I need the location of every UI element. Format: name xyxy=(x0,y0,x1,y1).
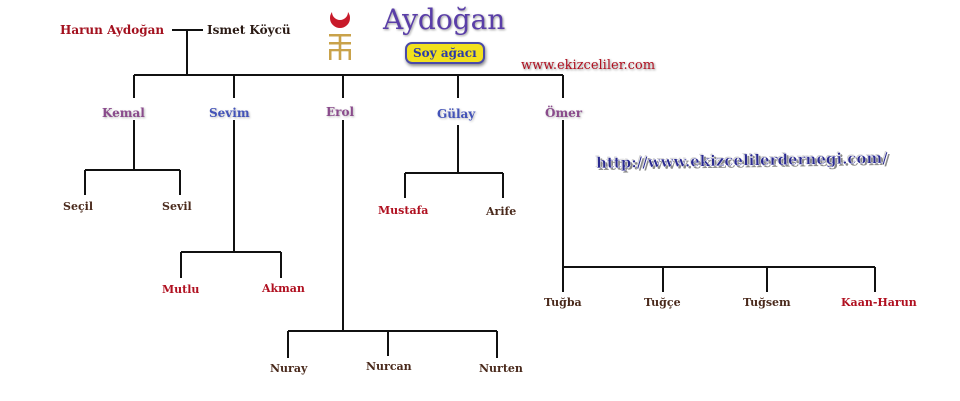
grandchild-sevil: Sevil xyxy=(162,200,192,213)
grandchild-akman: Akman xyxy=(262,282,305,295)
grandchild-mutlu: Mutlu xyxy=(162,283,200,296)
founder-mother: Ismet Köycü xyxy=(207,23,291,37)
soy-agaci-badge: Soy ağacı xyxy=(405,42,485,64)
child-sevim: Sevim xyxy=(209,106,250,120)
child-kemal: Kemal xyxy=(102,106,145,120)
founder-father: Harun Aydoğan xyxy=(60,23,165,37)
grandchild-mustafa: Mustafa xyxy=(378,204,429,217)
grandchild-nurten: Nurten xyxy=(479,362,523,375)
grandchild-tugce: Tuğçe xyxy=(644,296,681,309)
grandchild-secil: Seçil xyxy=(63,200,93,213)
child-gulay: Gülay xyxy=(437,107,476,121)
crescent-tamga-icon xyxy=(329,12,351,60)
website-link[interactable]: www.ekizceliler.com xyxy=(521,58,656,73)
page-title: Aydoğan xyxy=(383,3,506,36)
grandchild-arife: Arife xyxy=(486,205,517,218)
grandchild-tugba: Tuğba xyxy=(544,296,582,309)
grandchild-tugsem: Tuğsem xyxy=(743,296,791,309)
grandchild-kaan-harun: Kaan-Harun xyxy=(841,296,917,309)
grandchild-nuray: Nuray xyxy=(270,362,308,375)
grandchild-nurcan: Nurcan xyxy=(366,360,412,373)
child-omer: Ömer xyxy=(545,106,583,120)
child-erol: Erol xyxy=(326,105,355,119)
